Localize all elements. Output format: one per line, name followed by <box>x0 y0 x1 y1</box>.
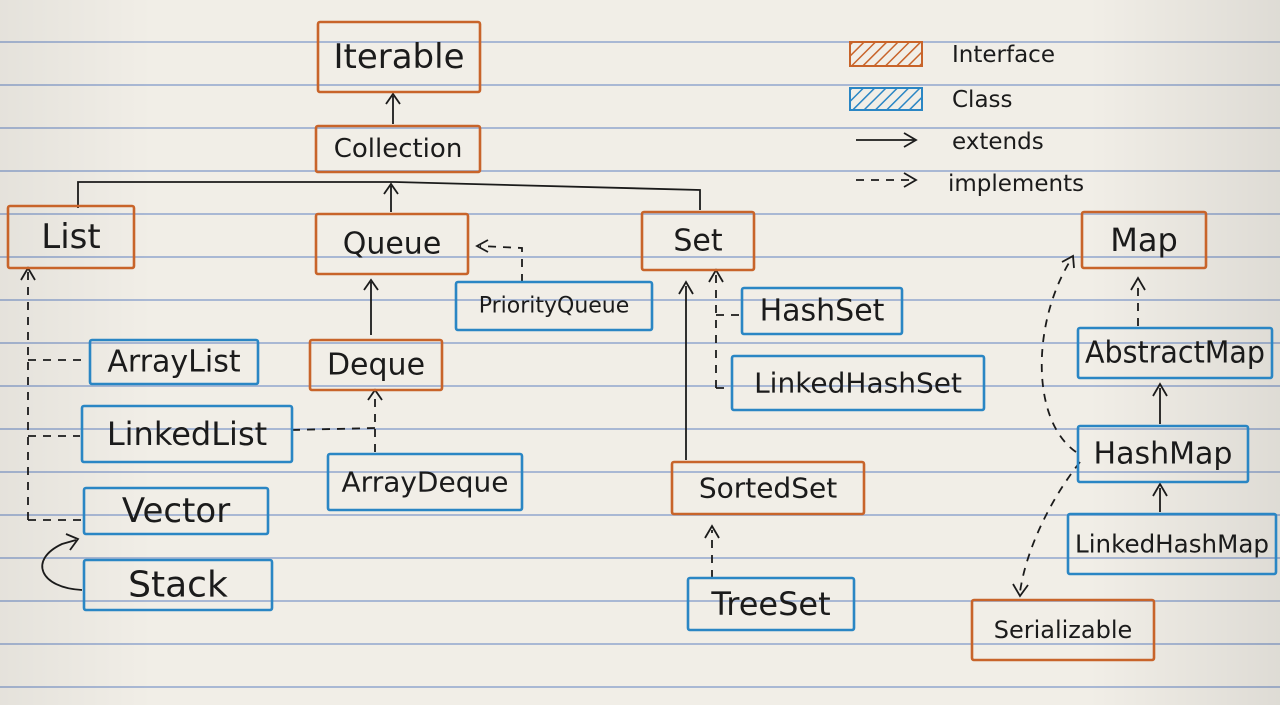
node-abstract-map-box <box>1076 326 1274 380</box>
edge-priorityqueue-implements-queue <box>475 239 523 282</box>
node-linked-hash-map: LinkedHashMap <box>1066 512 1278 576</box>
node-stack: Stack <box>82 558 274 612</box>
legend: Interface Class extends implements <box>849 41 1084 197</box>
node-serializable: Serializable <box>970 598 1156 662</box>
node-list-box <box>6 204 136 270</box>
node-map-box <box>1080 210 1208 270</box>
node-array-deque-box <box>326 452 524 512</box>
node-map-label: Map <box>1110 221 1178 259</box>
node-deque-box <box>308 338 444 392</box>
edge-list-queue-set-extends-collection <box>77 181 701 212</box>
edge-stack-extends-vector <box>41 533 83 591</box>
node-vector-label: Vector <box>122 491 230 531</box>
node-hash-map-label: HashMap <box>1094 437 1233 472</box>
node-linked-hash-map-box <box>1066 512 1278 576</box>
legend-class-label: Class <box>952 87 1013 113</box>
edge-hashset-implements-set <box>708 268 742 389</box>
edge-sortedset-extends-set <box>678 280 694 460</box>
edge-hashmap-implements-serializable <box>1012 461 1081 598</box>
node-abstract-map: AbstractMap <box>1076 326 1274 380</box>
node-sorted-set: SortedSet <box>670 460 866 516</box>
edge-abstractmap-implements-map <box>1130 276 1146 326</box>
node-array-deque: ArrayDeque <box>326 452 524 512</box>
node-tree-set-box <box>686 576 856 632</box>
edge-linkedlist-implements-deque <box>291 427 376 431</box>
legend-implements-arrow-icon <box>856 172 918 188</box>
node-priority-queue-label: PriorityQueue <box>479 294 630 319</box>
node-stack-box <box>82 558 274 612</box>
edge-hashmap-extends-abstractmap <box>1152 382 1168 424</box>
edge-deque-extends-queue <box>363 278 379 335</box>
node-array-list-label: ArrayList <box>107 345 240 380</box>
legend-extends-arrow-icon <box>856 132 918 148</box>
node-list-label: List <box>41 217 100 257</box>
node-hash-set-box <box>740 286 904 336</box>
node-tree-set: TreeSet <box>686 576 856 632</box>
node-iterable-box <box>316 20 482 94</box>
node-collection-label: Collection <box>334 134 463 164</box>
node-hash-set: HashSet <box>740 286 904 336</box>
node-serializable-box <box>970 598 1156 662</box>
node-deque-label: Deque <box>327 348 425 383</box>
node-linked-list: LinkedList <box>80 404 294 464</box>
node-linked-hash-map-label: LinkedHashMap <box>1075 530 1269 559</box>
node-array-deque-label: ArrayDeque <box>342 466 509 499</box>
node-abstract-map-label: AbstractMap <box>1085 336 1265 371</box>
node-linked-hash-set-box <box>730 354 986 412</box>
edge-collection-extends-iterable <box>385 92 401 124</box>
node-set-label: Set <box>673 224 723 259</box>
node-serializable-label: Serializable <box>994 616 1133 644</box>
node-sorted-set-box <box>670 460 866 516</box>
edge-linkedhashmap-extends-hashmap <box>1152 482 1168 512</box>
node-sorted-set-label: SortedSet <box>699 472 837 505</box>
node-list: List <box>6 204 136 270</box>
node-tree-set-label: TreeSet <box>710 585 830 623</box>
legend-implements-label: implements <box>948 171 1084 197</box>
edge-list-implementations <box>20 266 86 521</box>
edge-hashmap-implements-map <box>1040 254 1077 453</box>
node-queue-label: Queue <box>343 227 442 262</box>
node-stack-label: Stack <box>128 565 228 606</box>
legend-extends-label: extends <box>952 129 1044 155</box>
node-priority-queue: PriorityQueue <box>454 280 654 332</box>
node-iterable: Iterable <box>316 20 482 94</box>
edge-arraydeque-implements-deque <box>367 388 383 452</box>
node-collection: Collection <box>314 124 482 174</box>
node-set-box <box>640 210 756 272</box>
node-hash-map: HashMap <box>1076 424 1250 484</box>
node-vector: Vector <box>82 486 270 536</box>
legend-interface-label: Interface <box>952 42 1055 68</box>
node-linked-hash-set-label: LinkedHashSet <box>754 367 962 400</box>
node-iterable-label: Iterable <box>333 37 464 77</box>
node-priority-queue-box <box>454 280 654 332</box>
node-linked-hash-set: LinkedHashSet <box>730 354 986 412</box>
node-deque: Deque <box>308 338 444 392</box>
node-linked-list-label: LinkedList <box>107 415 267 453</box>
node-array-list: ArrayList <box>88 338 260 386</box>
edge-treeset-implements-sortedset <box>704 524 720 578</box>
node-map: Map <box>1080 210 1208 270</box>
node-vector-box <box>82 486 270 536</box>
node-queue-box <box>314 212 470 276</box>
node-hash-map-box <box>1076 424 1250 484</box>
node-array-list-box <box>88 338 260 386</box>
node-hash-set-label: HashSet <box>760 294 885 329</box>
node-set: Set <box>640 210 756 272</box>
legend-interface-swatch <box>849 41 923 67</box>
legend-class-swatch <box>849 87 923 111</box>
node-queue: Queue <box>314 212 470 276</box>
node-linked-list-box <box>80 404 294 464</box>
node-collection-box <box>314 124 482 174</box>
